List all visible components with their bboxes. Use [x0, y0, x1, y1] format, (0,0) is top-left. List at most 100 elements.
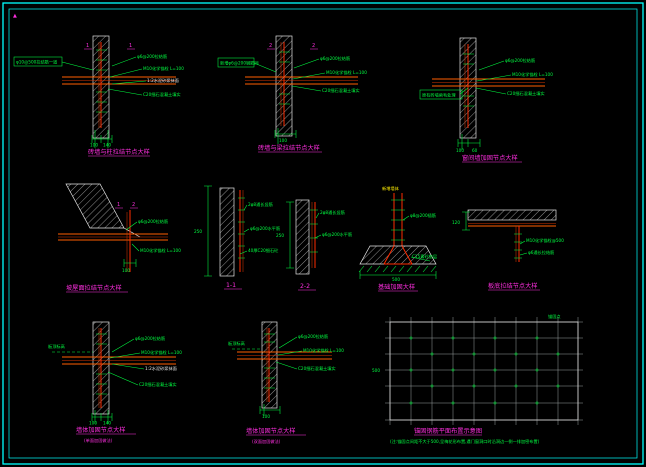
beam-lines	[432, 78, 545, 87]
detail10-subtitle: (双面加固做法)	[252, 438, 281, 445]
hatched-wall	[219, 187, 235, 277]
annotation: φ6@200拉结筋	[505, 57, 535, 64]
section-mark: 2	[132, 202, 135, 208]
annotation: φ6@200拉结筋	[298, 333, 328, 340]
rebar-lines	[311, 202, 316, 268]
grid-title: 锚固钢筋平面布置示意图	[414, 427, 482, 435]
detail9-subtitle: (单面加固做法)	[84, 437, 113, 444]
stirrup-ticks	[96, 49, 107, 113]
level-label: 板顶标高	[228, 340, 245, 347]
beam-lines	[62, 356, 176, 365]
detail4-title: 坡屋面拉结节点大样	[66, 284, 122, 292]
section-mark: 2	[312, 43, 315, 49]
detail7-title: 基础加固大样	[378, 283, 415, 291]
rebar-lines	[393, 193, 403, 246]
detail1-left-label: φ10@500拉结筋一道	[16, 59, 58, 66]
rebar-lines	[239, 190, 244, 272]
annotation: M10化学锚栓 L=100	[143, 65, 184, 72]
label-box	[217, 57, 255, 68]
detail10-title: 墙体加固节点大样	[246, 427, 296, 435]
dim-text: 100	[279, 138, 287, 143]
grid-border	[389, 321, 579, 421]
annotation: M10化学锚栓 L=100	[303, 347, 344, 354]
anchor-point-marks	[409, 336, 560, 405]
annotation: φ8@200插筋	[410, 212, 436, 219]
detail-2: 新增φ6@200钢筋网 2 2 φ6@200拉结筋 M10化学锚栓 L=100 …	[217, 35, 367, 153]
dimension-lines	[204, 185, 212, 277]
level-label: 板顶标高	[48, 343, 65, 350]
leader-lines	[61, 56, 147, 96]
detail-8: 120 M10化学锚栓@500 φ6通长拉结筋 板底拉结节点大样	[452, 209, 564, 291]
inner-border	[8, 8, 638, 459]
dimension-lines	[123, 259, 137, 267]
annotation: M10化学锚栓 L=100	[141, 349, 182, 356]
section-mark: 1	[86, 43, 89, 49]
detail3-left-label: 原有砖墙凿毛处理	[422, 92, 456, 99]
rebar-lines	[98, 328, 102, 408]
dimension-lines	[286, 201, 294, 269]
rebar-lines	[280, 42, 285, 126]
detail-6: 250 2φ8通长竖筋 φ6@200水平筋 2-2	[276, 199, 352, 291]
beam-lines	[245, 76, 358, 85]
leader-lines	[125, 221, 140, 252]
tie-ticks	[391, 199, 405, 241]
detail9-title: 墙体加固节点大样	[76, 426, 126, 434]
detail7-top-label: 新增墙体	[382, 185, 400, 192]
detail5-title: 1-1	[226, 282, 236, 289]
detail-10: 板顶标高 φ6@200拉结筋 M10化学锚栓 L=100 C20细石混凝土填实 …	[228, 321, 344, 445]
annotation: φ6@200拉结筋	[138, 218, 168, 225]
dimension-lines	[91, 410, 113, 424]
detail1-title: 砖墙与柱拉结节点大样	[88, 148, 150, 156]
beam-lines	[237, 351, 332, 360]
dim-text: 100	[90, 143, 98, 148]
annotation: C15素砼垫层	[412, 253, 437, 260]
dim-text: 100	[262, 414, 270, 419]
dim-text: 120	[452, 220, 460, 225]
leader-lines	[239, 204, 250, 255]
annotation: φ6通长拉结筋	[528, 249, 554, 256]
stirrup-ticks	[264, 333, 275, 389]
annotation: C20细石混凝土填实	[322, 87, 360, 94]
detail-9: 板顶标高 φ6@200拉结筋 M10化学锚栓 L=100 1:2水泥砂浆抹面 C…	[48, 321, 182, 444]
tie-ticks	[514, 233, 522, 259]
annotation: 40厚C20细石砼	[248, 247, 279, 254]
annotation: 1:2水泥砂浆抹面	[145, 365, 177, 372]
rebar-lines	[464, 44, 469, 128]
annotation: φ6@200拉结筋	[135, 335, 165, 342]
annotation: C20细石混凝土填实	[143, 91, 181, 98]
annotation: M10化学锚栓@500	[526, 237, 564, 244]
annotation: M10化学锚栓 L=100	[326, 69, 367, 76]
rebar-lines	[98, 42, 102, 128]
dimension-lines	[359, 271, 437, 279]
dimension-lines	[462, 211, 470, 231]
leader-lines	[107, 338, 145, 386]
annotation: φ6@200水平筋	[250, 225, 280, 232]
grid-note: (注:锚固点间距不大于500,呈梅花形布置,遇门窗洞口时沿洞边一侧一排加密布置)	[390, 438, 540, 445]
annotation: M10化学锚栓 L=100	[140, 247, 181, 254]
annotation: 1:2水泥砂浆抹面	[147, 77, 179, 84]
dim-text: 500	[392, 277, 400, 282]
grid-side-dim: 500	[372, 368, 380, 373]
annotation: M10化学锚栓 L=100	[512, 71, 553, 78]
stirrup-ticks	[279, 51, 290, 105]
detail-1: φ10@500拉结筋一道 1 1 φ6@200拉结筋 M10化学锚栓 L=100…	[13, 35, 184, 157]
stirrup-ticks	[96, 333, 107, 395]
detail8-title: 板底拉结节点大样	[488, 282, 538, 290]
beam-lines	[468, 223, 556, 227]
slope-line	[123, 227, 141, 238]
detail2-title: 砖墙与梁拉结节点大样	[258, 144, 320, 152]
dim-text: 100	[122, 268, 130, 273]
detail-5: 250 2φ8通长竖筋 φ6@200水平筋 40厚C20细石砼 1-1	[194, 185, 280, 290]
detail-3: 原有砖墙凿毛处理 φ6@200拉结筋 M10化学锚栓 L=100 C20细石混凝…	[419, 37, 553, 163]
annotation: φ6@200拉结筋	[137, 53, 167, 60]
stirrup-ticks	[463, 53, 474, 107]
dimension-lines	[259, 404, 281, 416]
section-mark: 1	[117, 202, 120, 208]
rebar-lines	[515, 226, 520, 262]
annotation: φ6@200水平筋	[322, 231, 352, 238]
leader-lines	[253, 58, 326, 92]
beam-lines	[58, 233, 168, 241]
